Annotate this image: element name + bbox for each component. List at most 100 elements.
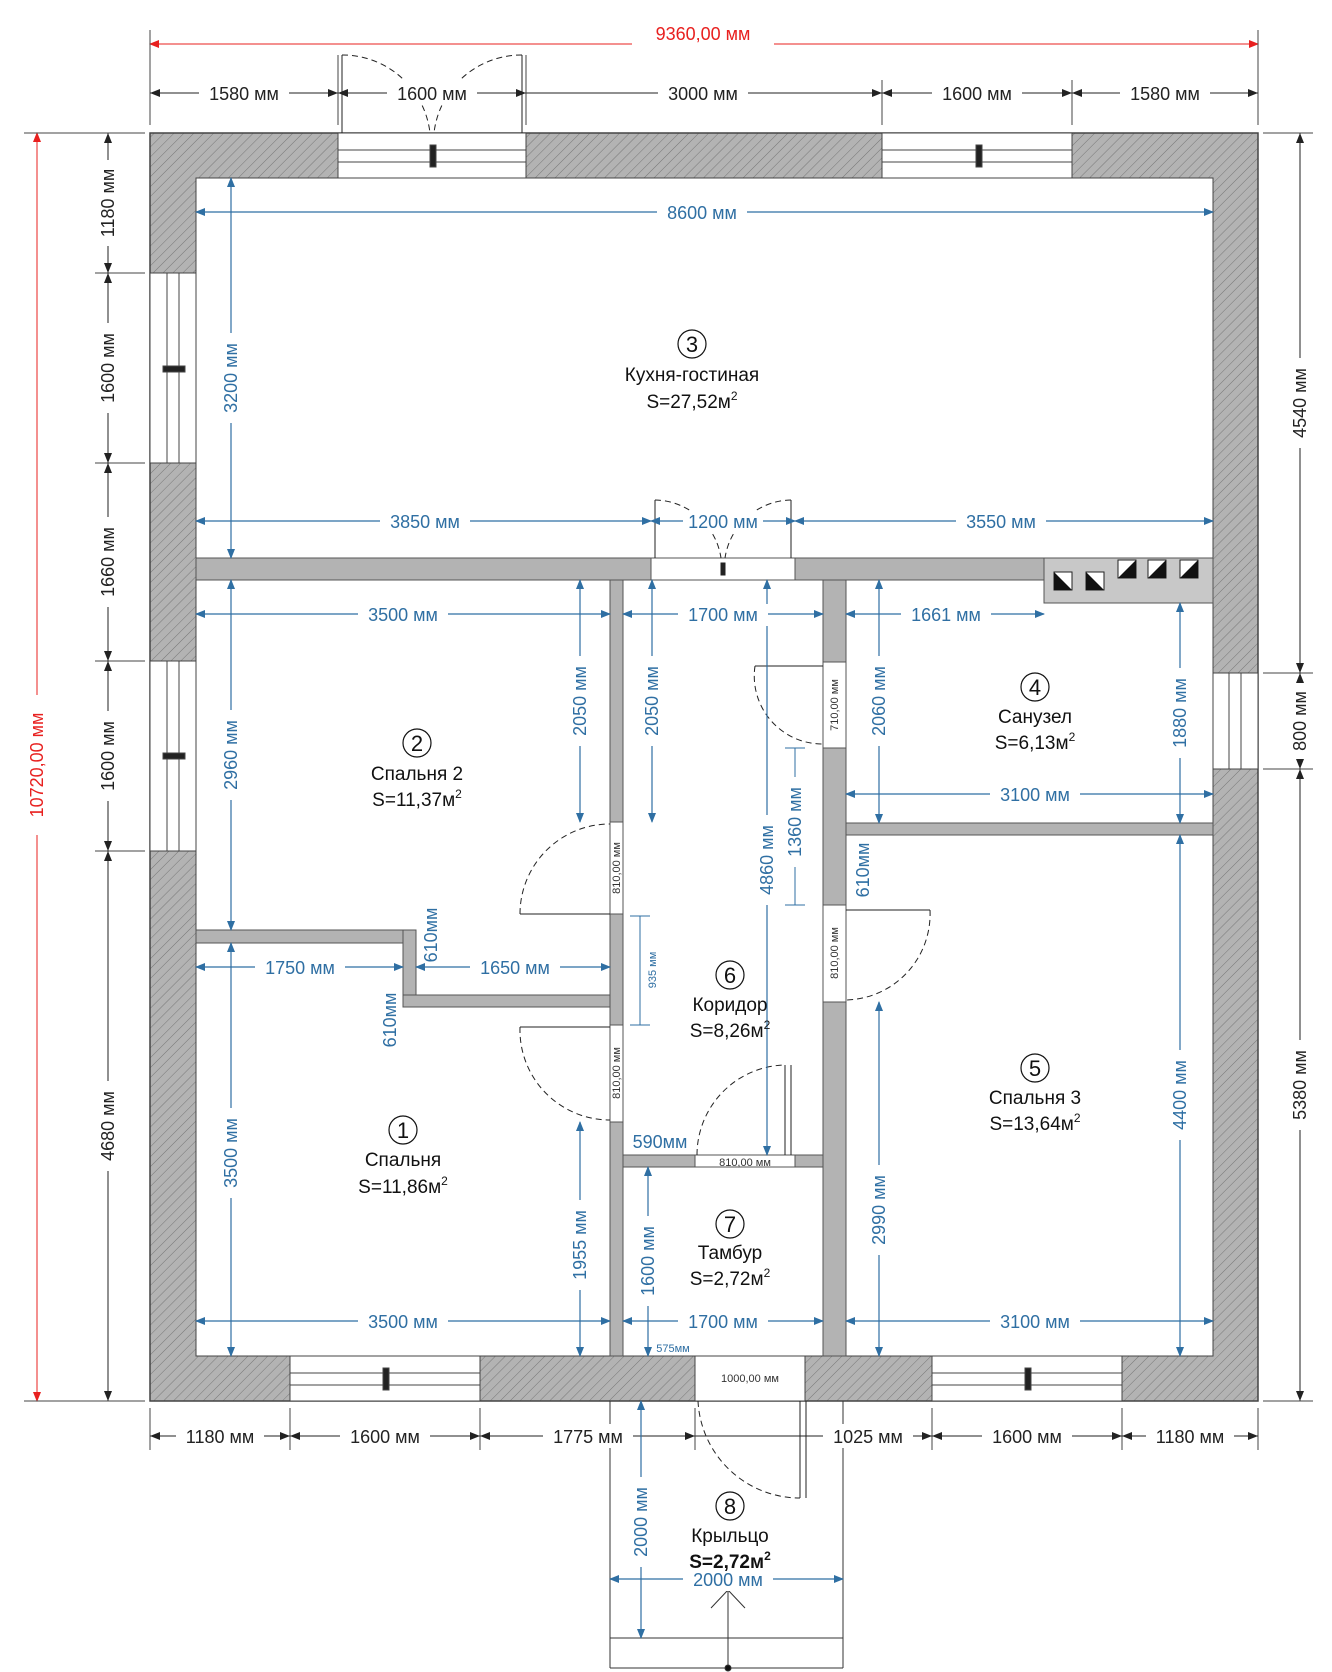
- inner-dim-label-bg: [220, 202, 1191, 1591]
- left-dim-1: 1180 мм: [98, 169, 118, 237]
- svg-text:S=11,86м2: S=11,86м2: [358, 1174, 448, 1198]
- door-label-bed1: 810,00 мм: [611, 1047, 623, 1099]
- room-3-area-sup: 2: [731, 389, 738, 403]
- vent-block: [1043, 557, 1214, 604]
- dim-step-610-a: 610мм: [421, 908, 441, 963]
- top-dim-5: 1580 мм: [1130, 84, 1200, 104]
- room-1-area-sup: 2: [441, 1174, 448, 1188]
- right-dim-2: 800 мм: [1290, 691, 1310, 751]
- dim-bed2-wall-upper: 2050 мм: [570, 666, 590, 736]
- left-dim-chain: 1180 мм 1600 мм 1660 мм 1600 мм 4680 мм: [95, 132, 145, 1402]
- room-2-num: 2: [411, 731, 423, 756]
- room-1-label: 1 Спальня S=11,86м2: [358, 1118, 448, 1198]
- dim-bath-right: 1880 мм: [1170, 678, 1190, 748]
- dim-corridor-width: 1700 мм: [688, 605, 758, 625]
- bottom-dim-4: 1025 мм: [833, 1427, 903, 1447]
- room-3-name: Кухня-гостиная: [625, 365, 759, 386]
- room-4-area: S=6,13м: [995, 733, 1069, 754]
- bottom-dim-6: 1180 мм: [1156, 1427, 1224, 1447]
- dim-bed2-width: 3500 мм: [368, 605, 438, 625]
- room-4-area-sup: 2: [1069, 730, 1076, 744]
- left-dim-3: 1660 мм: [98, 527, 118, 597]
- room-6-label: 6 Коридор S=8,26м2: [690, 963, 771, 1042]
- dim-tambur-575: 575мм: [656, 1343, 689, 1355]
- dim-bed3-top-seg: 610мм: [853, 843, 873, 898]
- dim-corridor-door-gap: 935 мм: [647, 952, 659, 989]
- right-dim-chain: 4540 мм 800 мм 5380 мм: [1263, 132, 1313, 1402]
- room-4-name: Санузел: [998, 707, 1072, 728]
- room-2-label: 2 Спальня 2 S=11,37м2: [371, 731, 463, 811]
- room-8-area-sup: 2: [764, 1549, 771, 1563]
- svg-text:S=27,52м2: S=27,52м2: [646, 389, 737, 413]
- door-label-bed2: 810,00 мм: [611, 842, 623, 894]
- dim-bath-width-top: 1661 мм: [911, 605, 981, 625]
- room-3-label: 3 Кухня-гостиная S=27,52м2: [625, 332, 759, 413]
- dim-bed1-right-seg: 1955 мм: [570, 1210, 590, 1280]
- svg-text:S=13,64м2: S=13,64м2: [989, 1111, 1080, 1135]
- bottom-dim-5: 1600 мм: [992, 1427, 1062, 1447]
- dim-kitchen-left-wall: 3850 мм: [390, 512, 460, 532]
- room-8-label: 8 Крыльцо S=2,72м2: [689, 1494, 771, 1573]
- room-1-name: Спальня: [365, 1150, 441, 1171]
- dim-bed1-top-left: 1750 мм: [265, 958, 335, 978]
- dim-kitchen-height: 3200 мм: [221, 343, 241, 413]
- room-3-area: S=27,52м: [646, 392, 730, 413]
- svg-text:S=2,72м2: S=2,72м2: [689, 1549, 771, 1573]
- dim-bed1-width: 3500 мм: [368, 1312, 438, 1332]
- dim-porch-height: 2000 мм: [631, 1487, 651, 1557]
- room-6-area: S=8,26м: [690, 1021, 764, 1042]
- dim-corridor-long: 4860 мм: [757, 825, 777, 895]
- room-7-area: S=2,72м: [690, 1269, 764, 1290]
- dim-step-610-b: 610мм: [380, 993, 400, 1048]
- dim-bath-height: 2060 мм: [869, 666, 889, 736]
- room-4-label: 4 Санузел S=6,13м2: [995, 675, 1076, 754]
- dim-porch-width: 2000 мм: [693, 1570, 763, 1590]
- room-7-name: Тамбур: [698, 1243, 763, 1264]
- dim-kitchen-right-wall: 3550 мм: [966, 512, 1036, 532]
- top-dim-2: 1600 мм: [397, 84, 467, 104]
- room-4-num: 4: [1029, 675, 1041, 700]
- top-dim-1: 1580 мм: [209, 84, 279, 104]
- exterior-openings: [149, 132, 1259, 1402]
- overall-width-label: 9360,00 мм: [656, 24, 751, 44]
- interior-openings: [609, 557, 847, 1168]
- svg-text:S=8,26м2: S=8,26м2: [690, 1018, 771, 1042]
- room-2-area-sup: 2: [455, 787, 462, 801]
- dim-tambur-height: 1600 мм: [638, 1226, 658, 1296]
- door-label-tambur: 810,00 мм: [719, 1157, 771, 1169]
- room-7-area-sup: 2: [764, 1266, 771, 1280]
- inner-dim-labels: 8600 мм 3200 мм 3850 мм 1200 мм 3550 мм …: [221, 203, 1190, 1590]
- svg-text:S=2,72м2: S=2,72м2: [690, 1266, 771, 1290]
- svg-text:S=11,37м2: S=11,37м2: [372, 787, 462, 811]
- door-swings: [341, 54, 931, 1499]
- left-dim-4: 1600 мм: [98, 721, 118, 791]
- dim-kitchen-width: 8600 мм: [667, 203, 737, 223]
- dim-bed2-height: 2960 мм: [221, 720, 241, 790]
- top-dim-4: 1600 мм: [942, 84, 1012, 104]
- room-5-area-sup: 2: [1074, 1111, 1081, 1125]
- right-dim-1: 4540 мм: [1290, 368, 1310, 438]
- bottom-dim-chain: 1180 мм 1600 мм 1775 мм 1025 мм 1600 мм …: [149, 1408, 1259, 1450]
- room-labels: [388, 329, 1050, 1521]
- room-5-area: S=13,64м: [989, 1114, 1073, 1135]
- dim-bed3-height-b: 4400 мм: [1170, 1060, 1190, 1130]
- room-1-num: 1: [397, 1118, 409, 1143]
- top-dim-chain: 1580 мм 1600 мм 3000 мм 1600 мм 1580 мм: [149, 55, 1259, 125]
- room-5-num: 5: [1029, 1056, 1041, 1081]
- dim-bath-width: 3100 мм: [1000, 785, 1070, 805]
- dim-bed3-height-a: 2990 мм: [869, 1175, 889, 1245]
- room-8-num: 8: [724, 1494, 736, 1519]
- room-7-num: 7: [724, 1212, 736, 1237]
- room-6-name: Коридор: [692, 995, 767, 1016]
- door-label-bath: 710,00 мм: [829, 679, 841, 731]
- room-5-name: Спальня 3: [989, 1088, 1081, 1109]
- room-8-area: S=2,72м: [689, 1552, 764, 1573]
- left-dim-5: 4680 мм: [98, 1091, 118, 1161]
- dim-tambur-width: 1700 мм: [688, 1312, 758, 1332]
- exterior-walls: [149, 132, 1259, 1402]
- dim-bath-wall-seg: 1360 мм: [785, 787, 805, 857]
- room-8-name: Крыльцо: [691, 1526, 769, 1547]
- room-6-area-sup: 2: [764, 1018, 771, 1032]
- dim-bed1-top-right: 1650 мм: [480, 958, 550, 978]
